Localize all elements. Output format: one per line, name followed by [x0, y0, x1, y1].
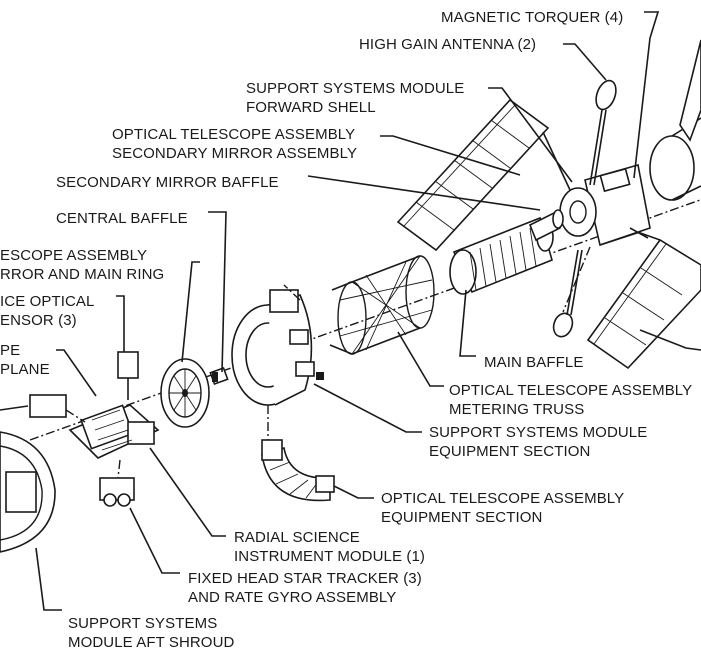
label-aft-shroud-line2: MODULE AFT SHROUD [68, 634, 235, 651]
aft-shroud [0, 431, 56, 553]
label-radial-si-line1: RADIAL SCIENCE [234, 529, 360, 546]
label-main-baffle: MAIN BAFFLE [484, 354, 584, 371]
fixed-head-star-tracker [99, 459, 135, 507]
label-secondary-mirror-baffle: SECONDARY MIRROR BAFFLE [56, 174, 279, 191]
solar-array-lower [586, 229, 701, 370]
label-fine-guidance-line2: ENSOR (3) [0, 312, 77, 329]
label-fine-guidance-line1: ICE OPTICAL [0, 293, 95, 310]
central-baffle [209, 366, 229, 386]
label-ota-secondary-line1: OPTICAL TELESCOPE ASSEMBLY [112, 126, 356, 143]
label-ota-equipment-line1: OPTICAL TELESCOPE ASSEMBLY [381, 490, 625, 507]
label-fhst-line1: FIXED HEAD STAR TRACKER (3) [188, 570, 422, 587]
label-ssm-equipment-line2: EQUIPMENT SECTION [429, 443, 591, 460]
label-radial-si-line2: INSTRUMENT MODULE (1) [234, 548, 425, 565]
label-high-gain-antenna: HIGH GAIN ANTENNA (2) [359, 36, 537, 53]
main-baffle [449, 216, 554, 295]
focal-plane-structure [29, 351, 160, 459]
high-gain-antenna-lower [552, 249, 583, 338]
label-ssm-equipment-line1: SUPPORT SYSTEMS MODULE [429, 424, 648, 441]
label-metering-truss-line1: OPTICAL TELESCOPE ASSEMBLY [449, 382, 693, 399]
label-ota-secondary-line2: SECONDARY MIRROR ASSEMBLY [112, 145, 358, 162]
label-fhst-line2: AND RATE GYRO ASSEMBLY [188, 589, 397, 606]
label-ota-equipment-line2: EQUIPMENT SECTION [381, 509, 543, 526]
label-ssm-forward-shell-line1: SUPPORT SYSTEMS MODULE [246, 80, 465, 97]
high-gain-antenna-upper [589, 79, 617, 186]
label-focal-plane-line1: PE [0, 342, 21, 359]
forward-cylinder-right [649, 39, 701, 201]
secondary-mirror-baffle [528, 209, 564, 242]
label-central-baffle: CENTRAL BAFFLE [56, 210, 188, 227]
metering-truss [329, 255, 435, 355]
label-aft-shroud-line1: SUPPORT SYSTEMS [68, 615, 218, 632]
ota-equipment-section [261, 439, 335, 502]
label-magnetic-torquer: MAGNETIC TORQUER (4) [441, 9, 624, 26]
primary-mirror [160, 358, 210, 428]
leader-lines [0, 11, 701, 611]
label-ssm-forward-shell-line2: FORWARD SHELL [246, 99, 376, 116]
ssm-equipment-section [231, 289, 324, 406]
label-metering-truss-line2: METERING TRUSS [449, 401, 585, 418]
label-ota-primary-line2: RROR AND MAIN RING [0, 266, 165, 283]
label-focal-plane-line2: PLANE [0, 361, 50, 378]
forward-shell [559, 163, 651, 247]
label-ota-primary-line1: ESCOPE ASSEMBLY [0, 247, 148, 264]
